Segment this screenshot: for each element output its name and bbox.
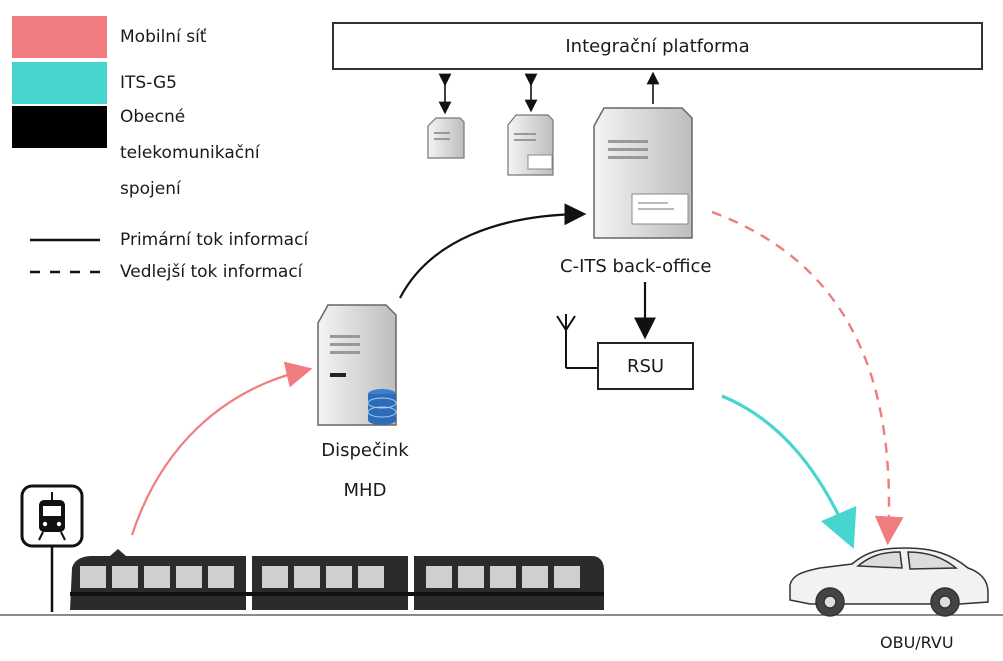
server-icon: [427, 117, 465, 159]
its-g5-flow-arrow: [721, 394, 857, 549]
integration-platform-box: Integrační platforma: [332, 22, 983, 70]
legend-label-its-g5: ITS-G5: [120, 73, 177, 93]
tram-icon: [70, 549, 604, 610]
tram-stop-icon: [20, 484, 84, 612]
secondary-flow-arrow: [711, 210, 904, 546]
car-icon: [789, 547, 989, 617]
legend-label-mobile: Mobilní síť: [120, 27, 207, 47]
backoffice-server-icon: [593, 107, 693, 239]
server-icon: [507, 114, 554, 176]
legend-label-general-line3: spojení: [120, 179, 181, 199]
legend-label-primary: Primární tok informací: [120, 230, 309, 250]
legend-swatch-general: [12, 106, 107, 148]
dispatch-label-line1: Dispečink: [321, 440, 409, 461]
rsu-label: RSU: [626, 355, 665, 377]
dispatch-label-line2: MHD: [343, 480, 387, 501]
integration-platform-label: Integrační platforma: [565, 35, 750, 57]
mobile-flow-arrow: [130, 361, 313, 536]
database-icon: [367, 389, 397, 425]
rsu-box: RSU: [597, 342, 694, 390]
car-label: OBU/RVU: [880, 633, 954, 652]
legend-label-secondary: Vedlejší tok informací: [120, 262, 303, 282]
legend-label-general-line2: telekomunikační: [120, 143, 260, 163]
primary-flow-arrow: [399, 203, 587, 299]
legend-label-general: Obecné: [120, 107, 186, 127]
legend-swatch-its-g5: [12, 62, 107, 104]
legend-swatch-mobile: [12, 16, 107, 58]
backoffice-label: C-ITS back-office: [560, 256, 712, 277]
antenna-icon: [556, 314, 597, 369]
